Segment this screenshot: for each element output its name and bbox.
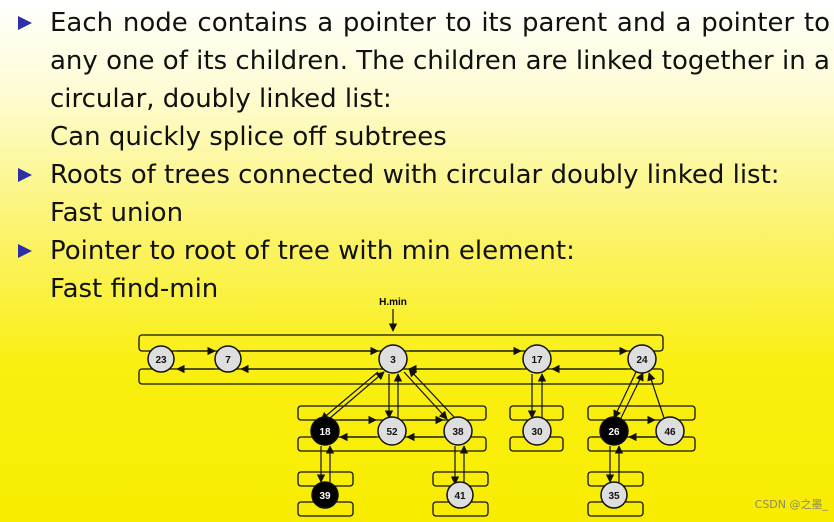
- tree-node: 38: [443, 416, 473, 446]
- node-key: 30: [531, 427, 543, 438]
- node-key: 24: [636, 355, 648, 366]
- sibling-arrows: [176, 346, 656, 442]
- tree-node: 3: [378, 344, 408, 374]
- bullet-arrow-icon: [18, 168, 32, 182]
- node-key: 23: [155, 355, 167, 366]
- bullet-item: Each node contains a pointer to its pare…: [18, 4, 830, 156]
- bullet-item: Pointer to root of tree with min element…: [18, 232, 830, 308]
- bullet-arrow-icon: [18, 16, 32, 30]
- tree-node: 35: [600, 481, 628, 509]
- node-key: 7: [225, 355, 231, 366]
- node-key: 35: [608, 491, 620, 502]
- tree-node: 23: [147, 345, 175, 373]
- node-key: 26: [608, 427, 620, 438]
- tree-node-marked: 26: [599, 416, 629, 446]
- tree-node: 52: [377, 416, 407, 446]
- tree-node: 7: [214, 345, 242, 373]
- bullet-text-line: Roots of trees connected with circular d…: [50, 160, 780, 190]
- tree-node: 46: [655, 416, 685, 446]
- node-key: 46: [664, 427, 676, 438]
- bullet-text-line: Pointer to root of tree with min element…: [50, 236, 575, 266]
- bullet-text-line: Each node contains a pointer to its pare…: [50, 8, 830, 38]
- node-key: 39: [319, 491, 331, 502]
- bullet-arrow-icon: [18, 244, 32, 258]
- node-key: 3: [390, 355, 396, 366]
- tree-node-marked: 18: [310, 416, 340, 446]
- node-key: 52: [386, 427, 398, 438]
- bullet-text-line: Can quickly splice off subtrees: [50, 122, 447, 152]
- tree-node: 41: [446, 481, 474, 509]
- bullet-text-line: Fast find-min: [50, 274, 219, 304]
- tree-node: 17: [522, 344, 552, 374]
- bullet-text-line: circular, doubly linked list:: [50, 84, 392, 114]
- node-key: 17: [531, 355, 543, 366]
- watermark: CSDN @之墨_: [754, 498, 828, 511]
- parent-child-pointers: [316, 368, 665, 485]
- tree-node: 24: [627, 344, 657, 374]
- node-key: 41: [454, 491, 466, 502]
- bullet-list: Each node contains a pointer to its pare…: [18, 4, 830, 308]
- bullet-item: Roots of trees connected with circular d…: [18, 156, 830, 232]
- node-key: 38: [452, 427, 464, 438]
- node-key: 18: [319, 427, 331, 438]
- bullet-text-line: any one of its children. The children ar…: [50, 46, 830, 76]
- hmin-label: H.min: [379, 297, 407, 308]
- tree-node: 30: [522, 416, 552, 446]
- children-of-24-top-ring: [587, 405, 696, 421]
- bullet-text-line: Fast union: [50, 198, 184, 228]
- tree-node-marked: 39: [311, 481, 339, 509]
